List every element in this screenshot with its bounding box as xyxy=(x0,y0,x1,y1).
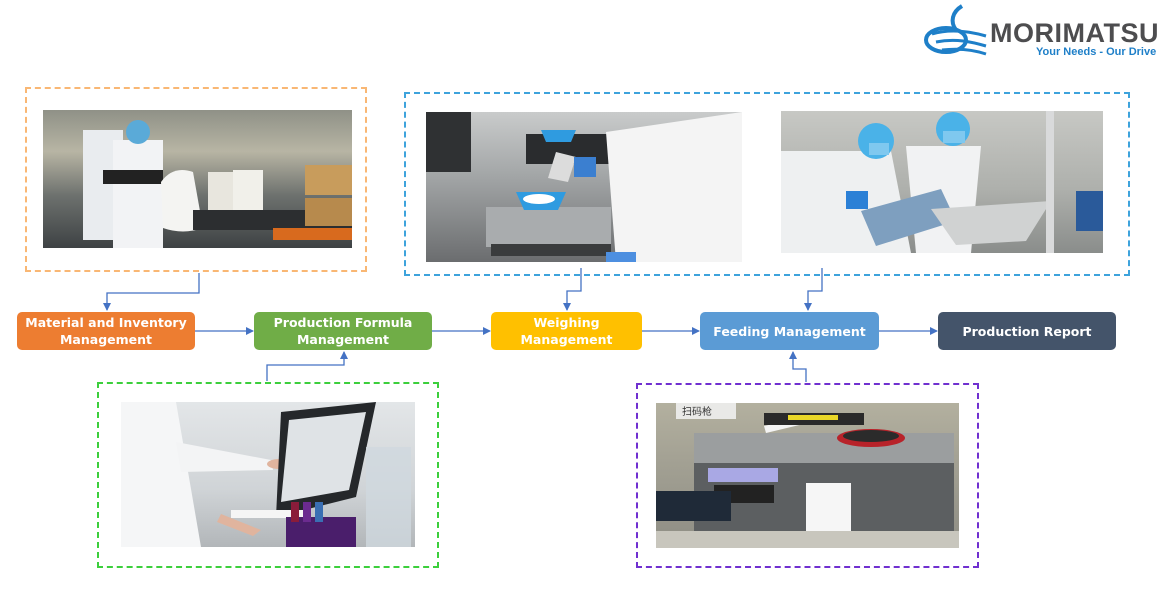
powder-weighing-scale-photo xyxy=(426,112,742,262)
formula-photo-group xyxy=(97,382,439,568)
weighing-feeding-photo-group xyxy=(404,92,1130,276)
arrow-feeding-photo-top xyxy=(804,268,823,311)
wave-logo-icon xyxy=(924,4,987,56)
feeding-into-hopper-photo xyxy=(781,111,1103,253)
brand-name: MORIMATSU xyxy=(990,18,1159,48)
arrow-material-photo xyxy=(103,273,200,311)
step-production-report[interactable]: Production Report xyxy=(938,312,1116,350)
scientist-touchscreen-photo xyxy=(121,402,415,547)
arrow-formula-photo xyxy=(266,351,348,381)
arrow-feeding-photo-bottom xyxy=(789,351,807,382)
step-material-inventory-management[interactable]: Material and Inventory Management xyxy=(17,312,195,350)
arrow-weighing-photo xyxy=(563,268,582,311)
morimatsu-logo: MORIMATSU Your Needs - Our Drive xyxy=(922,2,1167,62)
label-printer-scanner-photo: 扫码枪 xyxy=(656,403,959,548)
step-production-formula-management[interactable]: Production Formula Management xyxy=(254,312,432,350)
feeding-scanner-photo-group xyxy=(636,383,979,568)
brand-tagline: Your Needs - Our Drive xyxy=(1036,46,1157,58)
step-feeding-management[interactable]: Feeding Management xyxy=(700,312,879,350)
workers-with-material-bags-photo xyxy=(43,110,352,248)
svg-text:扫码枪: 扫码枪 xyxy=(682,405,712,418)
step-weighing-management[interactable]: Weighing Management xyxy=(491,312,642,350)
material-photo-group xyxy=(25,87,367,272)
